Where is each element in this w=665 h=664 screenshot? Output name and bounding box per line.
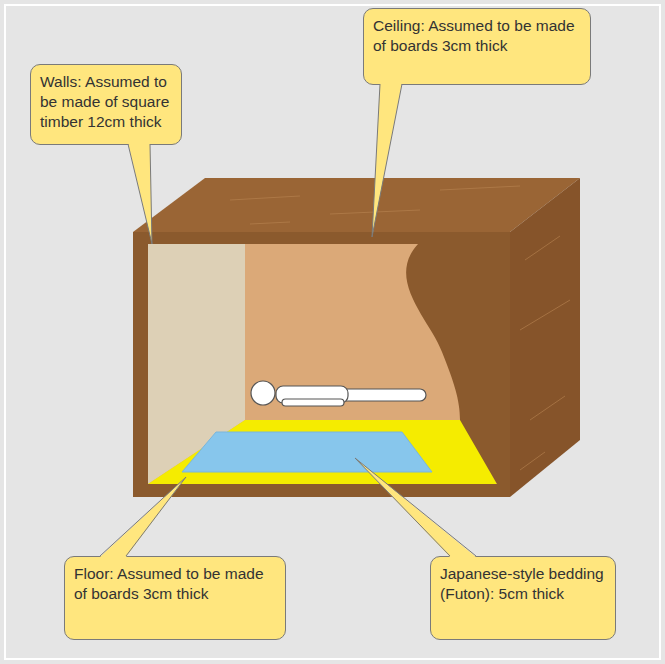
frame [5, 5, 660, 659]
grain-line [520, 300, 570, 330]
grain-line [250, 222, 290, 224]
grain-line [230, 196, 300, 200]
callout-tail-outline [372, 84, 402, 237]
callout-text: Walls: Assumed to be made of square timb… [40, 72, 172, 132]
box-front-face [133, 232, 510, 497]
grain-line [440, 186, 520, 190]
callout-box: Ceiling: Assumed to be made of boards 3c… [363, 8, 591, 85]
callout-tail [372, 83, 402, 237]
cutaway-wall [406, 244, 497, 484]
box-right-face [510, 178, 580, 497]
callout-box: Walls: Assumed to be made of square timb… [30, 64, 182, 145]
grain-line [330, 210, 420, 214]
back-wall [148, 244, 497, 484]
callout-box: Japanese-style bedding (Futon): 5cm thic… [430, 556, 616, 640]
head [251, 381, 275, 405]
grain-line [525, 236, 560, 260]
callout-tail [100, 477, 186, 557]
grain-line [530, 396, 565, 420]
callout-tail-outline [100, 477, 186, 556]
floor [148, 420, 497, 484]
callout-box: Floor: Assumed to be made of boards 3cm … [64, 556, 286, 640]
grain-line [520, 452, 545, 470]
callout-tail [355, 458, 476, 557]
box-top-face [133, 178, 580, 232]
callout-text: Japanese-style bedding (Futon): 5cm thic… [440, 564, 606, 604]
futon [182, 432, 432, 472]
callout-tail-outline [355, 458, 476, 556]
arm [282, 399, 344, 406]
legs [340, 389, 426, 401]
callout-tail [128, 143, 152, 244]
callout-text: Ceiling: Assumed to be made of boards 3c… [373, 16, 581, 56]
person-figure [251, 381, 426, 406]
callout-text: Floor: Assumed to be made of boards 3cm … [74, 564, 276, 604]
callout-tail-outline [128, 144, 152, 244]
